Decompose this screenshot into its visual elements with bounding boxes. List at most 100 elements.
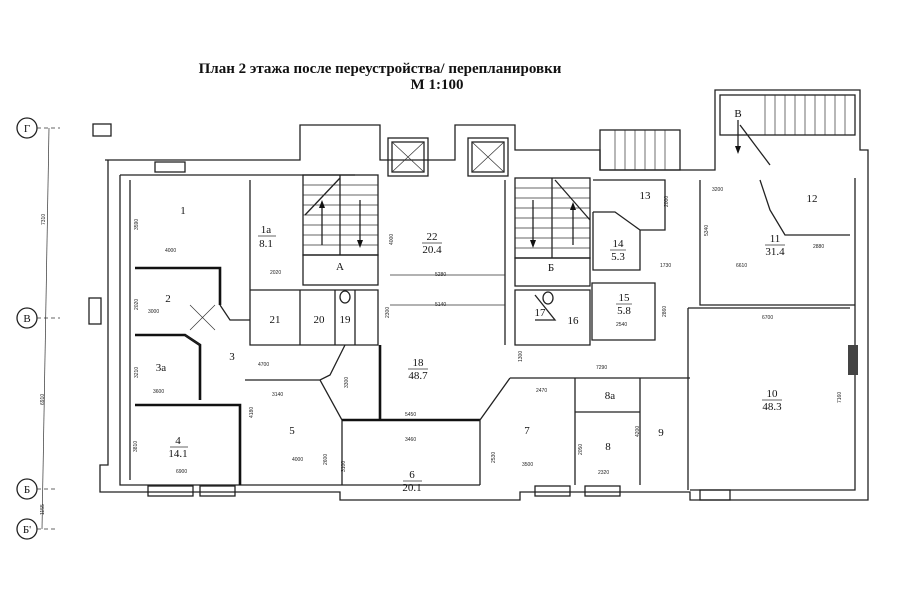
interior-walls xyxy=(135,179,855,490)
hatched-column xyxy=(848,345,858,375)
svg-text:4000: 4000 xyxy=(389,234,395,245)
chimney-box xyxy=(92,123,112,137)
svg-text:3000: 3000 xyxy=(148,309,159,315)
room-3a: 3а xyxy=(156,362,167,374)
svg-text:14: 14 xyxy=(613,238,625,250)
toilet-fixture xyxy=(542,291,554,305)
room-9: 9 xyxy=(658,427,664,439)
toilet-fixture xyxy=(339,290,351,304)
svg-text:8а: 8а xyxy=(605,390,616,402)
svg-text:7290: 7290 xyxy=(596,365,607,371)
svg-text:6900: 6900 xyxy=(176,469,187,475)
plan-title: План 2 этажа после переустройства/ переп… xyxy=(199,61,562,77)
room-19: 19 xyxy=(340,314,352,326)
svg-text:5: 5 xyxy=(289,425,295,437)
room-1: 1 xyxy=(180,205,186,217)
svg-text:3100: 3100 xyxy=(341,461,347,472)
svg-text:2530: 2530 xyxy=(491,452,497,463)
plan-scale: М 1:100 xyxy=(411,77,464,93)
svg-text:8: 8 xyxy=(605,441,611,453)
svg-text:20.4: 20.4 xyxy=(422,244,442,256)
svg-text:6: 6 xyxy=(409,469,415,481)
room-7: 7 xyxy=(524,425,530,437)
axis-g: Г xyxy=(16,117,60,139)
svg-text:7310: 7310 xyxy=(41,214,47,225)
svg-text:2: 2 xyxy=(165,293,171,305)
axis-b: Б xyxy=(16,478,57,500)
svg-text:20: 20 xyxy=(314,314,326,326)
room-20: 20 xyxy=(314,314,326,326)
room-13: 13 xyxy=(640,190,652,202)
svg-text:15: 15 xyxy=(619,292,631,304)
svg-text:20.1: 20.1 xyxy=(402,482,421,494)
svg-text:7: 7 xyxy=(524,425,530,437)
axis-b-prime: Б' xyxy=(16,518,57,540)
svg-text:3200: 3200 xyxy=(712,187,723,193)
svg-text:3140: 3140 xyxy=(272,392,283,398)
svg-text:48.3: 48.3 xyxy=(762,401,782,413)
svg-text:5340: 5340 xyxy=(704,225,710,236)
dimension-labels: 3590 4000 2020 2020 3000 3210 3600 3810 … xyxy=(133,187,843,476)
svg-text:3600: 3600 xyxy=(153,389,164,395)
svg-text:1а: 1а xyxy=(261,224,272,236)
chimney-box xyxy=(88,297,102,325)
stair-label: А xyxy=(336,261,344,273)
room-8: 8 xyxy=(605,441,611,453)
svg-text:18: 18 xyxy=(413,357,425,369)
svg-text:6910: 6910 xyxy=(40,394,46,405)
svg-text:3: 3 xyxy=(229,351,235,363)
room-21: 21 xyxy=(270,314,281,326)
svg-text:21: 21 xyxy=(270,314,281,326)
svg-text:5450: 5450 xyxy=(405,412,416,418)
svg-text:2320: 2320 xyxy=(598,470,609,476)
staircase-v: В xyxy=(599,94,856,171)
svg-text:4700: 4700 xyxy=(258,362,269,368)
door-swing-icon xyxy=(189,304,216,331)
svg-text:2470: 2470 xyxy=(536,388,547,394)
elevator-shaft-left xyxy=(387,137,429,177)
svg-text:2880: 2880 xyxy=(813,244,824,250)
room-4: 414.1 xyxy=(168,435,188,460)
svg-text:4000: 4000 xyxy=(165,248,176,254)
outer-walls xyxy=(99,89,869,501)
svg-text:4: 4 xyxy=(175,435,181,447)
staircase-a: А xyxy=(302,174,379,286)
axis-grid: Г В Б Б' 7310 6910 1155 xyxy=(16,117,60,540)
svg-text:5140: 5140 xyxy=(435,302,446,308)
svg-text:5.3: 5.3 xyxy=(611,251,625,263)
svg-text:2600: 2600 xyxy=(323,454,329,465)
svg-text:1: 1 xyxy=(180,205,186,217)
room-3: 3 xyxy=(229,351,235,363)
svg-text:10: 10 xyxy=(767,388,779,400)
svg-text:1730: 1730 xyxy=(660,263,671,269)
svg-text:13: 13 xyxy=(640,190,652,202)
svg-text:2020: 2020 xyxy=(134,299,140,310)
svg-text:12: 12 xyxy=(807,193,818,205)
svg-text:5.8: 5.8 xyxy=(617,305,631,317)
room-17: 17 xyxy=(535,307,547,319)
svg-text:2860: 2860 xyxy=(662,306,668,317)
svg-text:4000: 4000 xyxy=(292,457,303,463)
svg-text:3500: 3500 xyxy=(522,462,533,468)
room-8a: 8а xyxy=(605,390,616,402)
svg-text:2000: 2000 xyxy=(664,196,670,207)
svg-text:1155: 1155 xyxy=(40,504,46,515)
svg-text:48.7: 48.7 xyxy=(408,370,428,382)
svg-text:3590: 3590 xyxy=(134,219,140,230)
svg-text:4180: 4180 xyxy=(249,407,255,418)
svg-text:6700: 6700 xyxy=(762,315,773,321)
svg-text:5280: 5280 xyxy=(435,272,446,278)
room-16: 16 xyxy=(568,315,580,327)
axis-v: В xyxy=(16,307,60,329)
svg-text:14.1: 14.1 xyxy=(168,448,187,460)
stair-label: В xyxy=(734,108,741,120)
svg-text:3460: 3460 xyxy=(405,437,416,443)
svg-text:В: В xyxy=(23,313,30,325)
svg-text:9: 9 xyxy=(658,427,664,439)
svg-text:3а: 3а xyxy=(156,362,167,374)
svg-text:Г: Г xyxy=(24,123,30,135)
room-12: 12 xyxy=(807,193,818,205)
svg-text:3300: 3300 xyxy=(344,377,350,388)
